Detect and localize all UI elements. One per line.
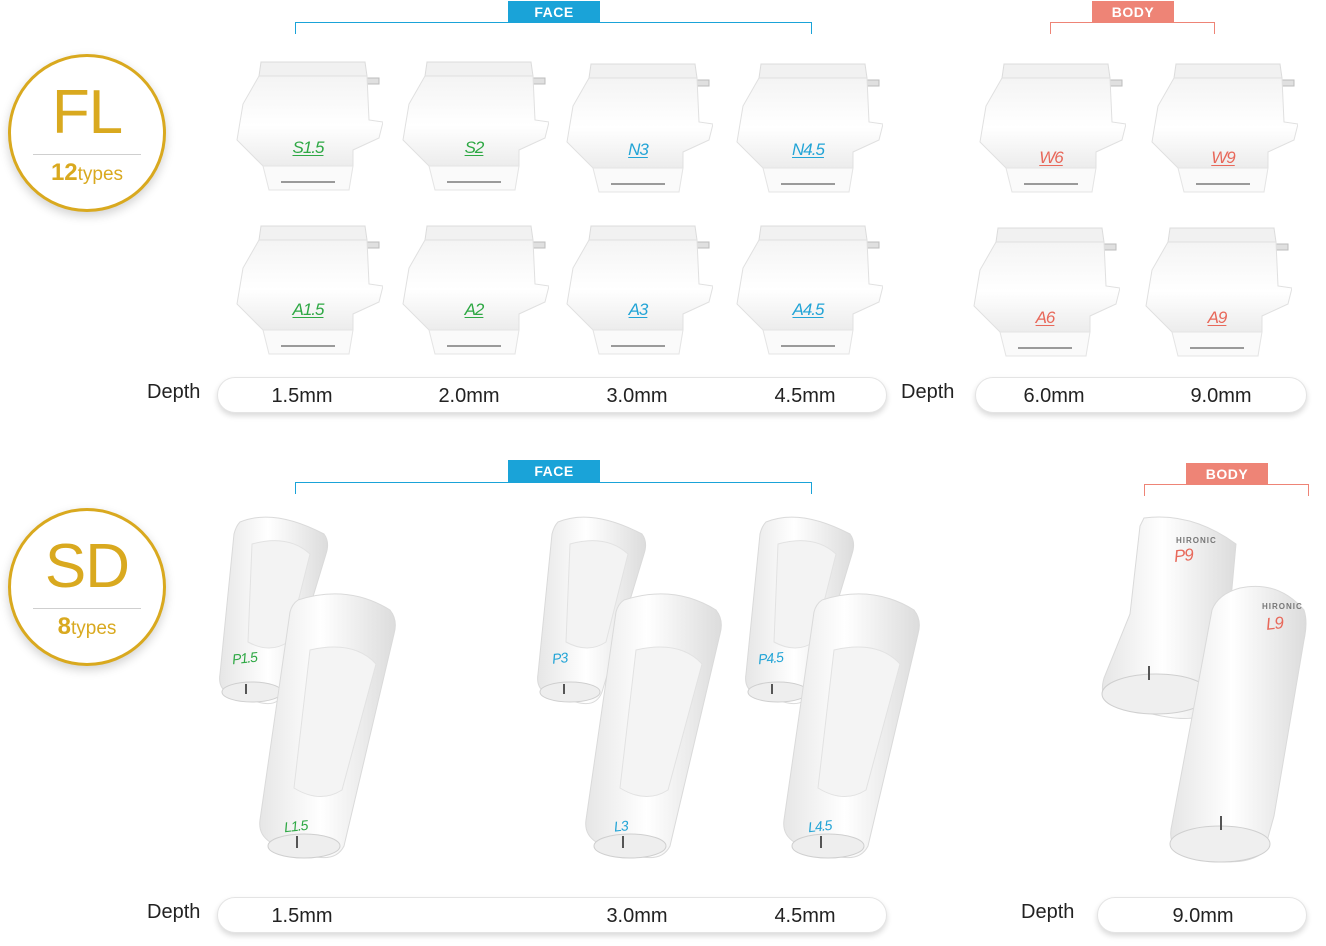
- sd-cartridge-l4-5[interactable]: L4.5: [782, 590, 924, 862]
- fl-cartridge-w6[interactable]: W6: [976, 60, 1126, 194]
- depth-value: 4.5mm: [774, 385, 836, 407]
- fl-cartridge-graphic: [976, 60, 1126, 194]
- cartridge-code: A1.5: [292, 300, 325, 319]
- fl-cartridge-a2[interactable]: A2: [399, 222, 549, 356]
- cartridge-code: W9: [1211, 148, 1236, 167]
- depth-value: 1.5mm: [271, 905, 333, 927]
- fl-count-label: types: [77, 163, 124, 185]
- sd-face-label: FACE: [508, 460, 600, 482]
- brand-label: HIRONIC: [1176, 536, 1217, 545]
- sd-body-label: BODY: [1186, 463, 1268, 485]
- fl-cartridge-a4-5[interactable]: A4.5: [733, 222, 883, 356]
- fl-cartridge-a3[interactable]: A3: [563, 222, 713, 356]
- depth-value: 1.5mm: [271, 385, 333, 407]
- sd-body-depth-bar: 9.0mm: [1097, 897, 1307, 933]
- cartridge-code: L3: [613, 817, 629, 835]
- fl-cartridge-a9[interactable]: A9: [1142, 224, 1292, 358]
- sd-cartridge-graphic: [782, 590, 924, 862]
- sd-cartridge-p9[interactable]: HIRONIC P9: [1100, 514, 1240, 720]
- divider: [33, 153, 141, 155]
- fl-body-depth-label: Depth: [901, 381, 955, 403]
- sd-code: SD: [44, 531, 130, 601]
- fl-cartridge-n4-5[interactable]: N4.5: [733, 60, 883, 194]
- fl-cartridge-graphic: [233, 58, 383, 192]
- fl-face-depth-bar: 1.5mm 2.0mm 3.0mm 4.5mm: [217, 377, 887, 413]
- sd-body-depth-label: Depth: [1021, 901, 1075, 923]
- depth-value: 2.0mm: [438, 385, 500, 407]
- divider: [33, 607, 141, 609]
- fl-count-number: 12: [50, 158, 78, 186]
- fl-count: 12types: [50, 158, 124, 186]
- cartridge-code: N4.5: [792, 140, 825, 159]
- fl-cartridge-graphic: [1142, 224, 1292, 358]
- sd-cartridge-l9[interactable]: HIRONIC L9: [1168, 582, 1308, 866]
- depth-value: 4.5mm: [774, 905, 836, 927]
- cartridge-code: P3: [551, 649, 568, 667]
- fl-cartridge-graphic: [1148, 60, 1298, 194]
- fl-badge: FL 12types: [8, 54, 166, 212]
- depth-value: 9.0mm: [1190, 385, 1252, 407]
- cartridge-code: P4.5: [757, 648, 784, 668]
- fl-cartridge-a1-5[interactable]: A1.5: [233, 222, 383, 356]
- sd-cartridge-graphic: [584, 590, 726, 862]
- sd-cartridge-graphic: [258, 590, 400, 862]
- cartridge-code: A2: [464, 300, 485, 319]
- fl-cartridge-n3[interactable]: N3: [563, 60, 713, 194]
- fl-cartridge-a6[interactable]: A6: [970, 224, 1120, 358]
- sd-face-bracket: [295, 482, 812, 494]
- sd-count: 8types: [57, 612, 117, 640]
- fl-cartridge-graphic: [563, 222, 713, 356]
- sd-cartridge-l3[interactable]: L3: [584, 590, 726, 862]
- cartridge-code: P9: [1173, 545, 1194, 566]
- sd-badge: SD 8types: [8, 508, 166, 666]
- cartridge-code: S1.5: [292, 138, 325, 157]
- fl-cartridge-graphic: [733, 222, 883, 356]
- fl-cartridge-graphic: [563, 60, 713, 194]
- fl-body-depth-bar: 6.0mm 9.0mm: [975, 377, 1307, 413]
- depth-value: 3.0mm: [606, 385, 668, 407]
- cartridge-code: L9: [1265, 613, 1284, 634]
- fl-cartridge-graphic: [233, 222, 383, 356]
- cartridge-code: A9: [1207, 308, 1228, 327]
- fl-face-label: FACE: [508, 1, 600, 23]
- fl-cartridge-graphic: [399, 58, 549, 192]
- fl-cartridge-graphic: [970, 224, 1120, 358]
- cartridge-code: A4.5: [792, 300, 825, 319]
- cartridge-code: S2: [464, 138, 485, 157]
- sd-body-bracket: [1144, 484, 1309, 496]
- sd-count-number: 8: [57, 612, 71, 640]
- brand-label: HIRONIC: [1262, 602, 1303, 611]
- depth-value: 9.0mm: [1172, 905, 1234, 927]
- sd-face-depth-label: Depth: [147, 901, 201, 923]
- fl-cartridge-graphic: [733, 60, 883, 194]
- fl-cartridge-w9[interactable]: W9: [1148, 60, 1298, 194]
- fl-body-bracket: [1050, 22, 1215, 34]
- depth-value: 6.0mm: [1023, 385, 1085, 407]
- fl-code: FL: [51, 77, 123, 147]
- cartridge-code: A3: [628, 300, 649, 319]
- sd-cartridge-l1-5[interactable]: L1.5: [258, 590, 400, 862]
- fl-face-depth-label: Depth: [147, 381, 201, 403]
- sd-cartridge-graphic: [1168, 582, 1308, 866]
- sd-face-depth-bar: 1.5mm 3.0mm 4.5mm: [217, 897, 887, 933]
- cartridge-code: A6: [1035, 308, 1056, 327]
- fl-face-bracket: [295, 22, 812, 34]
- cartridge-code: P1.5: [231, 648, 258, 668]
- sd-count-label: types: [70, 617, 117, 639]
- fl-cartridge-graphic: [399, 222, 549, 356]
- depth-value: 3.0mm: [606, 905, 668, 927]
- cartridge-code: L4.5: [807, 816, 833, 836]
- cartridge-code: W6: [1039, 148, 1064, 167]
- cartridge-code: L1.5: [283, 816, 309, 836]
- fl-cartridge-s1-5[interactable]: S1.5: [233, 58, 383, 192]
- cartridge-code: N3: [628, 140, 649, 159]
- fl-body-label: BODY: [1092, 1, 1174, 23]
- fl-cartridge-s2[interactable]: S2: [399, 58, 549, 192]
